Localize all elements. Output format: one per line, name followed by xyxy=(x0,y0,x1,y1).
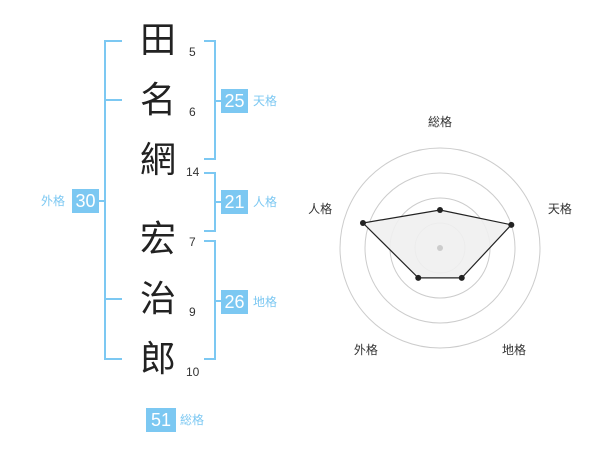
stroke-count-1: 5 xyxy=(189,45,196,59)
kanji-char-6: 郎 xyxy=(139,339,176,380)
gaikaku-tick-lower xyxy=(104,298,122,300)
jinkaku-connector xyxy=(214,201,222,203)
radar-point-1 xyxy=(437,207,443,213)
radar-ring-3 xyxy=(364,172,516,324)
tenkaku-value-badge: 25 xyxy=(221,89,248,113)
soukaku-label: 総格 xyxy=(180,413,205,427)
radar-point-4 xyxy=(415,274,422,281)
chikaku-label: 地格 xyxy=(253,295,278,309)
gaikaku-label: 外格 xyxy=(41,194,66,208)
jinkaku-label: 人格 xyxy=(253,195,278,209)
chikaku-connector xyxy=(214,300,222,302)
gaikaku-bracket xyxy=(104,40,122,360)
stroke-count-6: 10 xyxy=(186,365,200,379)
soukaku-value-badge: 51 xyxy=(146,408,176,432)
radar-axis-label-4: 外格 xyxy=(354,342,378,357)
gaikaku-tick-upper xyxy=(104,99,122,101)
kanji-char-4: 宏 xyxy=(139,219,176,260)
kanji-char-5: 治 xyxy=(139,279,176,320)
radar-center-dot xyxy=(437,245,443,251)
kanji-char-1: 田 xyxy=(139,20,176,61)
tenkaku-connector xyxy=(214,100,222,102)
stroke-count-4: 7 xyxy=(189,235,196,249)
chikaku-value-badge: 26 xyxy=(221,290,248,314)
stroke-count-3: 14 xyxy=(186,165,200,179)
gaikaku-value-badge: 30 xyxy=(72,189,99,213)
radar-axis-label-5: 人格 xyxy=(308,201,332,216)
radar-axis-label-2: 天格 xyxy=(548,201,572,216)
radar-ring-4 xyxy=(339,147,541,349)
radar-axis-label-3: 地格 xyxy=(502,342,526,357)
jinkaku-value-badge: 21 xyxy=(221,190,248,214)
kanji-char-2: 名 xyxy=(139,80,176,121)
radar-axis-label-1: 総格 xyxy=(428,114,452,129)
radar-point-2 xyxy=(508,221,515,228)
radar-point-3 xyxy=(458,274,465,281)
kanji-char-3: 網 xyxy=(139,140,176,181)
tenkaku-label: 天格 xyxy=(253,94,278,108)
stroke-count-2: 6 xyxy=(189,105,196,119)
gaikaku-connector xyxy=(96,200,106,202)
stroke-count-5: 9 xyxy=(189,305,196,319)
radar-point-5 xyxy=(359,219,366,226)
radar-series-polygon xyxy=(361,209,513,279)
